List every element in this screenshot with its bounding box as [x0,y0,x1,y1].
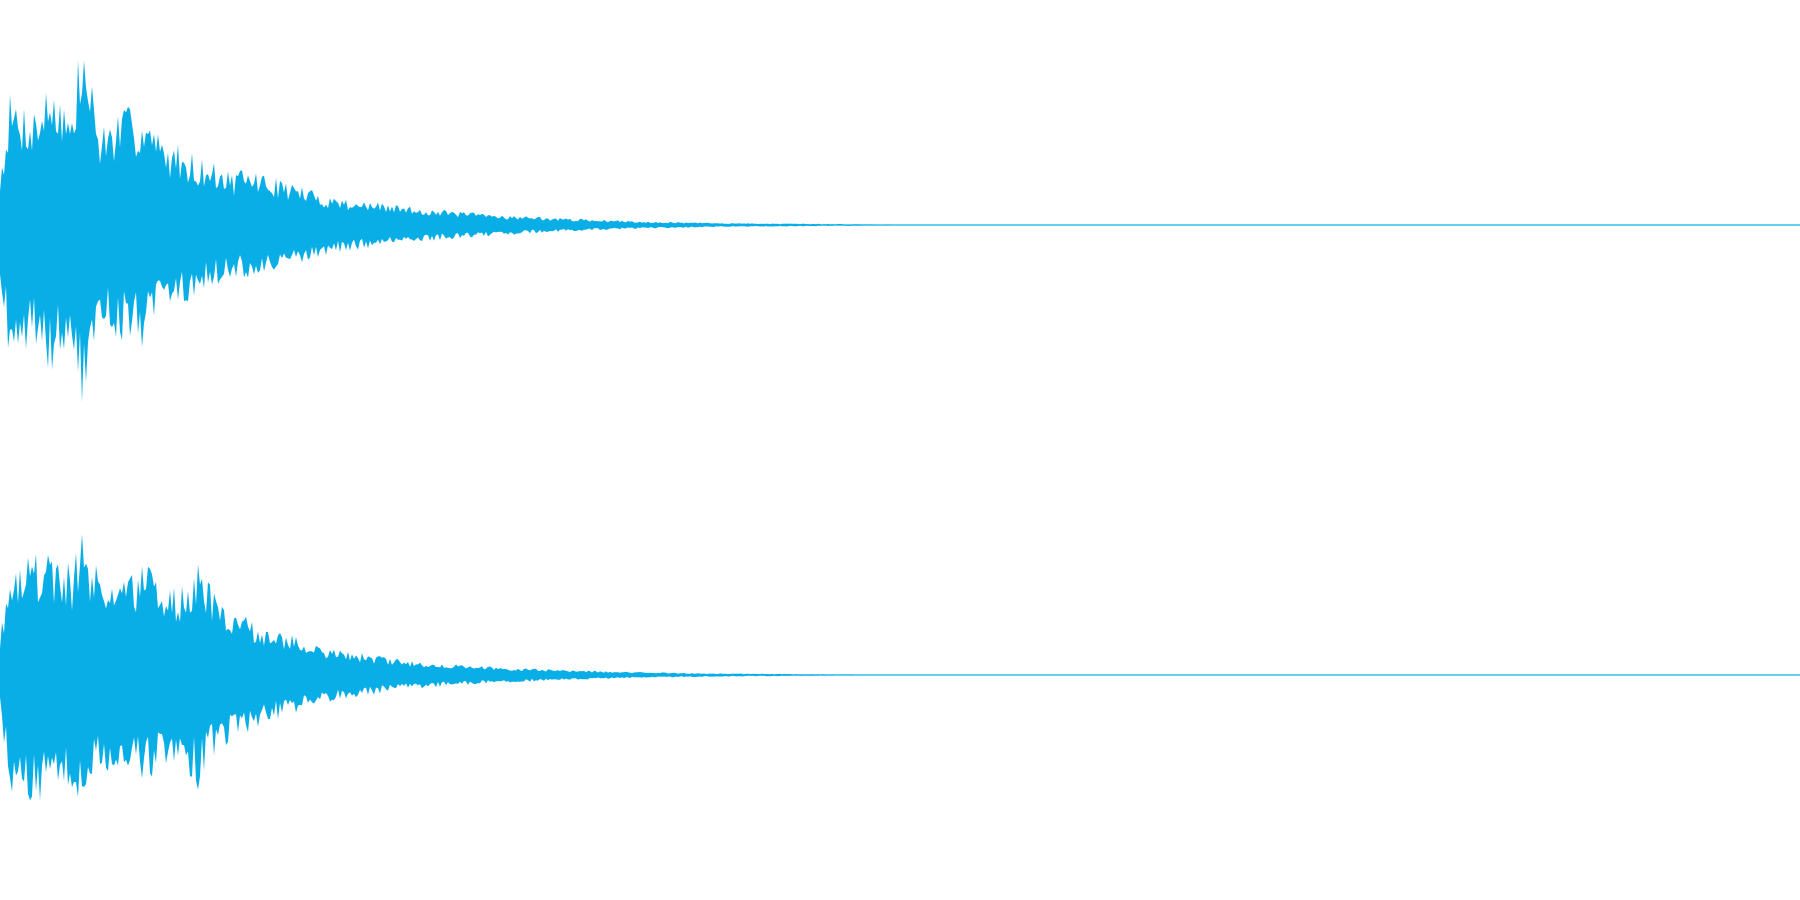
channel-1-waveform [0,60,1800,403]
channel-2-waveform-envelope [0,534,1800,801]
channel-1-waveform-envelope [0,60,1800,403]
channel-2-waveform [0,534,1800,801]
